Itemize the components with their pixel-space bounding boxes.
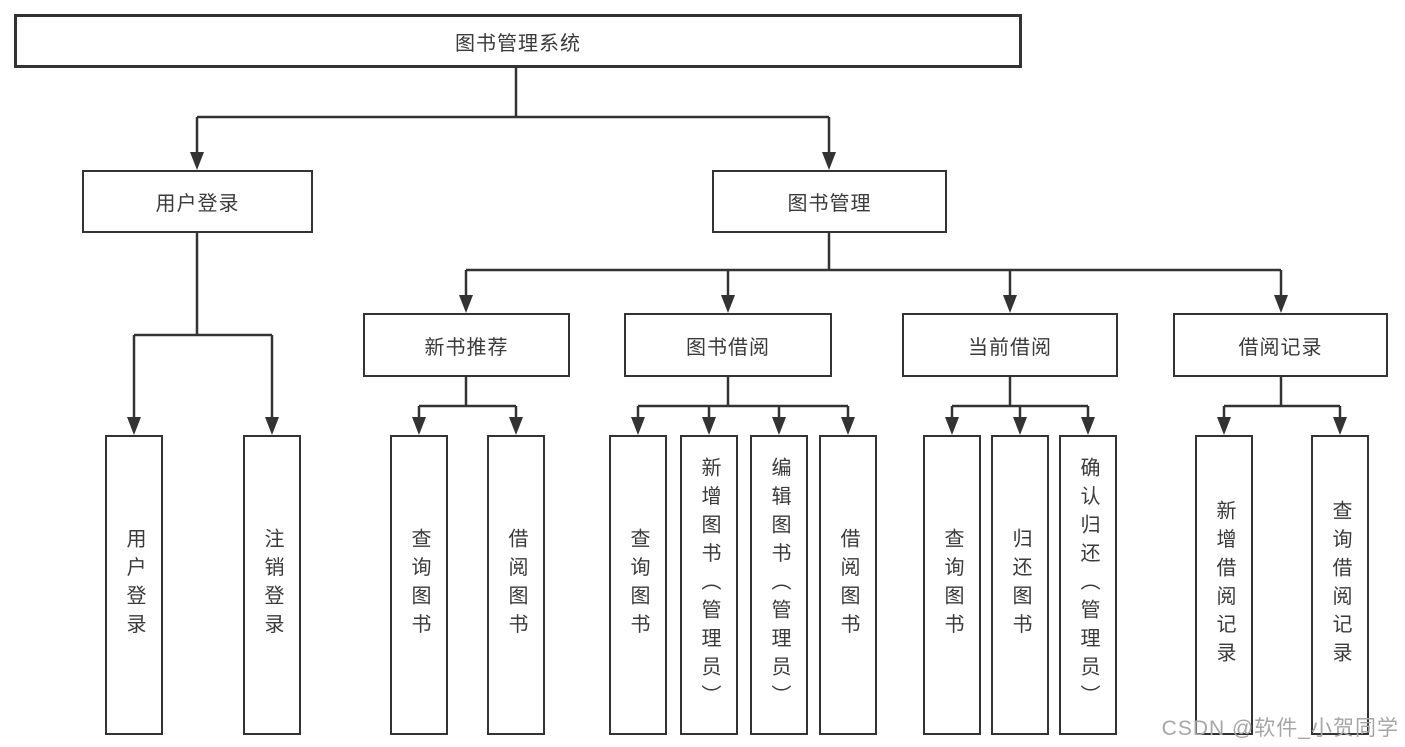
connector-root-to-level2	[190, 68, 836, 170]
node-borrow-record: 借阅记录	[1173, 313, 1388, 377]
csdn-watermark: CSDN @软件_小贺同学	[1161, 717, 1399, 740]
node-book-management: 图书管理	[712, 170, 947, 233]
leaf-add-book-admin: 新增图书（管理员）	[680, 435, 738, 735]
leaf-query-book-current: 查询图书	[923, 435, 981, 735]
node-book-borrow: 图书借阅	[624, 313, 832, 377]
leaf-query-borrow-record: 查询借阅记录	[1311, 435, 1369, 735]
node-user-login: 用户登录	[82, 170, 313, 233]
connector-borrow-record-to-leaves	[1217, 377, 1347, 435]
node-new-book-recommend: 新书推荐	[363, 313, 570, 377]
leaf-return-book: 归还图书	[991, 435, 1049, 735]
connector-user-login-to-leaves	[127, 233, 279, 435]
leaf-add-borrow-record: 新增借阅记录	[1195, 435, 1253, 735]
leaf-confirm-return-admin: 确认归还（管理员）	[1059, 435, 1117, 735]
leaf-query-book-borrow: 查询图书	[609, 435, 667, 735]
leaf-query-book-recommend: 查询图书	[390, 435, 448, 735]
connector-book-mgmt-to-level3	[459, 233, 1288, 313]
leaf-logout: 注销登录	[243, 435, 301, 735]
leaf-edit-book-admin: 编辑图书（管理员）	[750, 435, 808, 735]
node-current-borrow: 当前借阅	[902, 313, 1118, 377]
node-root-system: 图书管理系统	[14, 14, 1022, 68]
connector-book-borrow-to-leaves	[631, 377, 855, 435]
leaf-user-login: 用户登录	[105, 435, 163, 735]
connector-new-book-to-leaves	[412, 377, 523, 435]
leaf-borrow-book-recommend: 借阅图书	[487, 435, 545, 735]
leaf-borrow-book: 借阅图书	[819, 435, 877, 735]
connector-current-borrow-to-leaves	[945, 377, 1095, 435]
